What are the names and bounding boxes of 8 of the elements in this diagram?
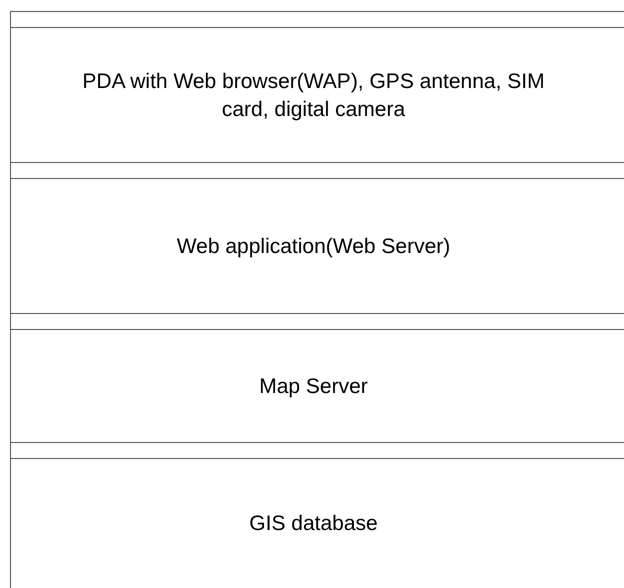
layer-label: Map Server xyxy=(259,374,368,400)
layer-label: PDA with Web browser(WAP), GPS antenna, SIM card, digital camera xyxy=(81,69,546,122)
layer-box xyxy=(10,162,624,313)
layer-label: Web application(Web Server) xyxy=(176,234,450,260)
layer-box xyxy=(10,313,624,442)
layer-label: GIS database xyxy=(249,511,378,538)
layer-box xyxy=(10,11,624,162)
layer-box xyxy=(10,442,624,588)
